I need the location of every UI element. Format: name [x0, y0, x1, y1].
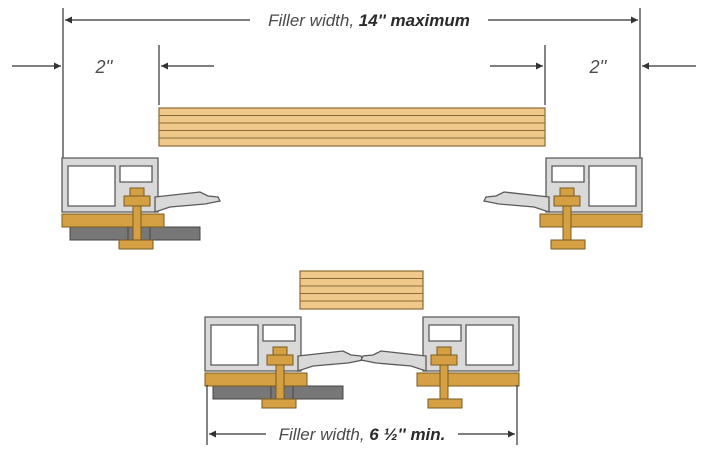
top-dimension	[12, 8, 696, 158]
top-filler-width-label: Filler width, 14'' maximum	[268, 11, 470, 30]
bottom-right-clamp	[360, 316, 520, 409]
top-right-clamp	[483, 157, 643, 250]
bottom-dimension	[206, 385, 518, 445]
right-offset-label: 2''	[589, 57, 607, 77]
top-filler-board	[158, 107, 546, 147]
bottom-filler-width-label: Filler width, 6 ½'' min.	[279, 425, 446, 444]
bottom-left-clamp	[204, 316, 364, 409]
top-left-clamp	[61, 157, 221, 250]
bottom-filler-board	[299, 270, 424, 310]
left-offset-label: 2''	[95, 57, 113, 77]
